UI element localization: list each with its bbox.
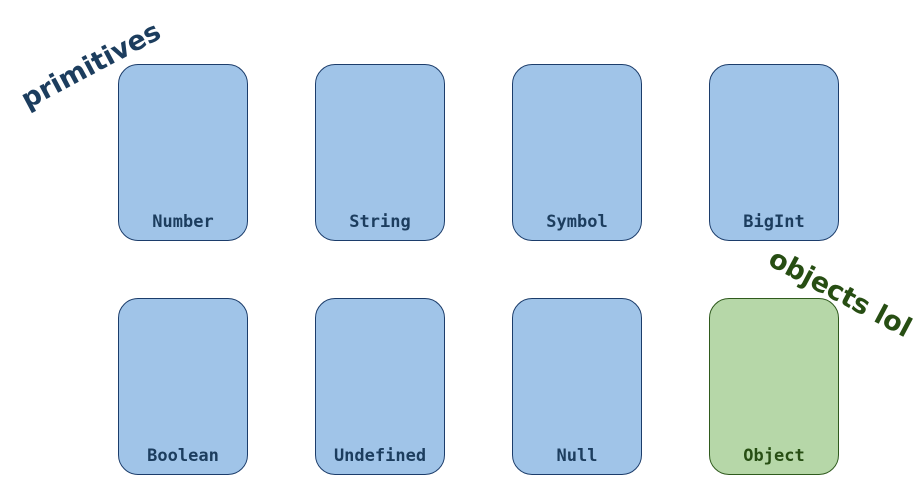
type-label: String [349, 212, 411, 232]
type-card-symbol: Symbol [512, 64, 642, 241]
type-card-number: Number [118, 64, 248, 241]
type-label: Undefined [333, 446, 427, 466]
type-card-boolean: Boolean [118, 298, 248, 475]
type-label: Symbol [546, 212, 608, 232]
type-card-object: Object [709, 298, 839, 475]
type-card-undefined: Undefined [315, 298, 445, 475]
type-label: BigInt [743, 212, 805, 232]
type-card-bigint: BigInt [709, 64, 839, 241]
type-card-null: Null [512, 298, 642, 475]
type-card-string: String [315, 64, 445, 241]
type-label: Null [556, 446, 598, 466]
type-label: Number [152, 212, 214, 232]
type-label: Object [743, 446, 805, 466]
type-label: Boolean [147, 446, 219, 466]
